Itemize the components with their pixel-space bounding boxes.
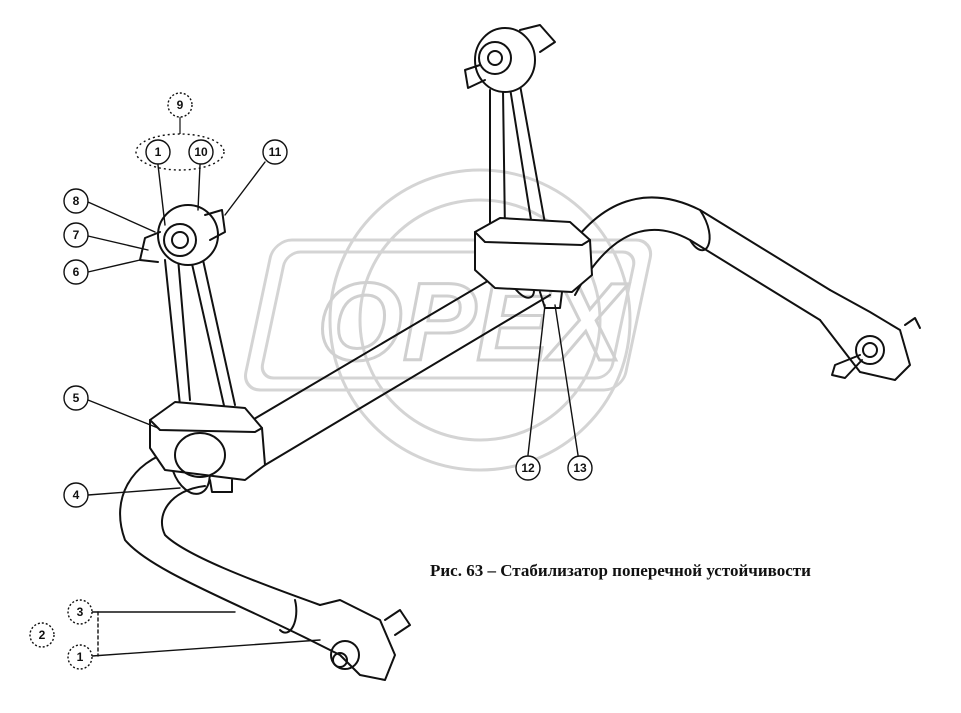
watermark: [243, 168, 653, 472]
callout-8: 8: [63, 188, 89, 214]
svg-text:7: 7: [73, 228, 80, 242]
left-arm: [119, 449, 411, 681]
callout-5: 5: [63, 385, 89, 411]
svg-text:1: 1: [77, 650, 84, 664]
callout-2: 2: [29, 622, 55, 648]
callout-3: 3: [67, 599, 93, 625]
callout-1: 1: [145, 139, 171, 165]
svg-text:3: 3: [77, 605, 84, 619]
leader-lines: [87, 99, 579, 657]
callout-6: 6: [63, 259, 89, 285]
callout-13: 13: [567, 455, 593, 481]
svg-text:5: 5: [73, 391, 80, 405]
svg-text:9: 9: [177, 98, 184, 112]
right-clamp: [474, 217, 593, 309]
svg-text:12: 12: [521, 461, 535, 475]
svg-text:4: 4: [73, 488, 80, 502]
svg-text:13: 13: [573, 461, 587, 475]
svg-text:6: 6: [73, 265, 80, 279]
svg-text:10: 10: [194, 145, 208, 159]
left-clamp: [149, 401, 266, 493]
svg-text:1: 1: [155, 145, 162, 159]
callout-4: 4: [63, 482, 89, 508]
svg-text:8: 8: [73, 194, 80, 208]
callout-9: 9: [167, 92, 193, 118]
left-link: [139, 204, 236, 411]
figure-caption: Рис. 63 – Стабилизатор поперечной устойч…: [430, 561, 811, 580]
callout-11: 11: [262, 139, 288, 165]
group-9-ellipse: [135, 133, 225, 171]
callout-1-lower: 1: [67, 644, 93, 670]
callout-10: 10: [188, 139, 214, 165]
svg-text:11: 11: [269, 145, 282, 159]
callout-7: 7: [63, 222, 89, 248]
right-link: [464, 24, 556, 246]
callout-12: 12: [515, 455, 541, 481]
svg-text:2: 2: [39, 628, 46, 642]
